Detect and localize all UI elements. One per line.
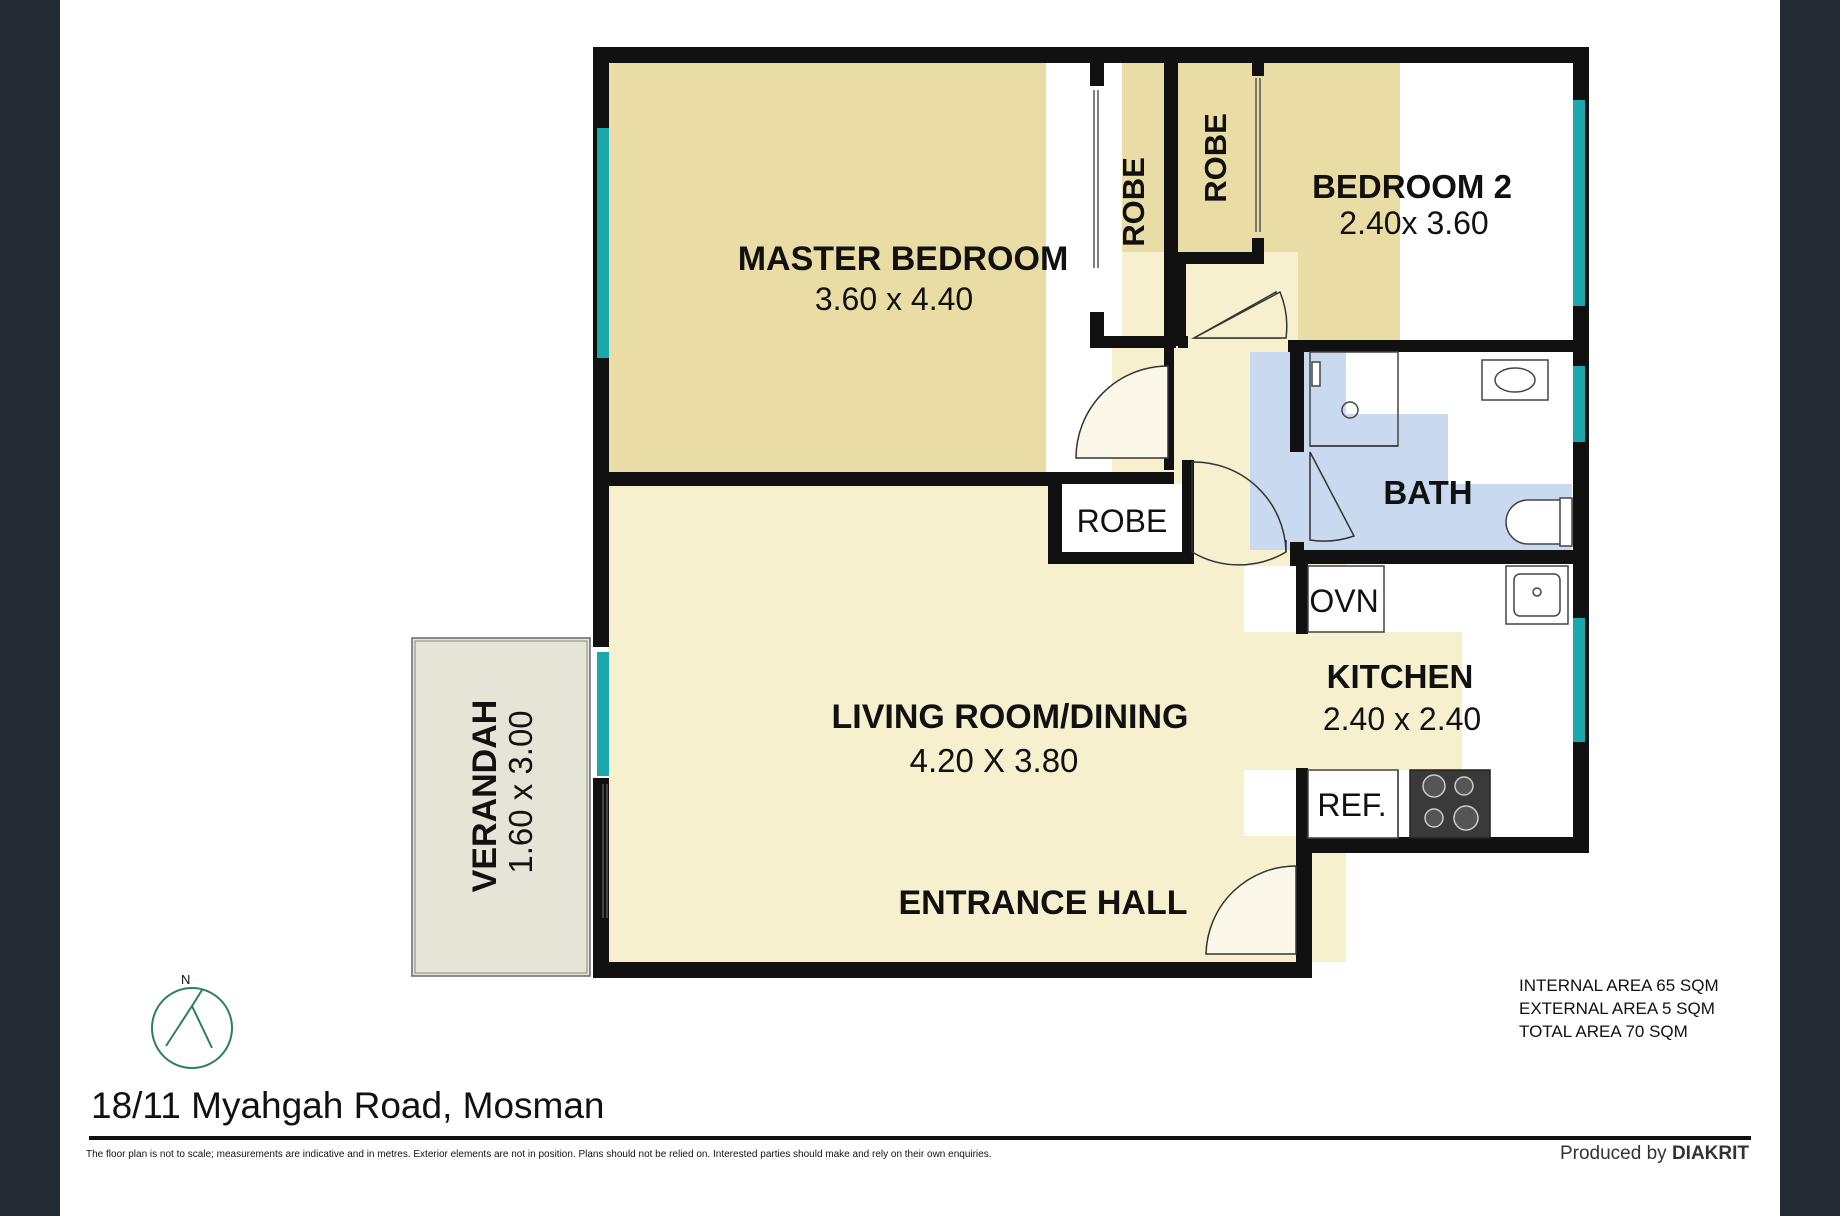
wall-kitchen-bottom [1296,837,1589,853]
doors [1075,290,1356,955]
wall-robe-living-top [1048,484,1062,564]
robe-living-box [1062,484,1182,552]
verandah-floor [411,637,591,977]
wall-left-door [593,782,599,942]
compass-ring [151,987,233,1069]
robe-b2-label: ROBE [1198,113,1233,203]
window-living [597,652,609,776]
verandah-border [414,640,588,974]
wall-b2-bottom [1288,340,1589,352]
window-kitchen [1573,618,1585,742]
verandah-dims: 1.60 x 3.00 [502,710,539,873]
door-living-arc [1191,461,1287,553]
wall-robe-master-foot [1090,336,1176,348]
ref-box [1307,769,1399,839]
entrance-label: ENTRANCE HALL [899,884,1188,922]
compass: N [151,972,233,1069]
produced-by-prefix: Produced by [1559,1143,1667,1164]
wall-robe-b2-right [1252,238,1264,264]
robe-living-label: ROBE [1077,503,1168,539]
wall-entrance-right [1296,837,1312,978]
ovn-label: OVN [1309,583,1378,619]
windows [597,100,1585,776]
robe-doors [602,78,1261,918]
window-master [597,128,609,358]
area-summary: INTERNAL AREA 65 SQM EXTERNAL AREA 5 SQM… [1519,974,1719,1043]
door-b2-arc [1193,290,1288,339]
wall-kitchen-left [1296,556,1308,634]
wall-bottom [593,962,1311,978]
door-living [1191,462,1287,566]
produced-by: Produced by DIAKRIT [1560,1143,1749,1165]
total-area: TOTAL AREA 70 SQM [1519,1022,1688,1041]
window-bath [1573,366,1585,442]
cooktop [1409,769,1491,839]
living-floor [608,476,1346,962]
wall-robe-living-bottom [1048,552,1194,564]
bath-fixtures [1309,351,1573,547]
compass-arrow [165,989,213,1049]
wall-robe-b2-bottom [1178,252,1264,264]
floor-plan-sheet: N MASTER BEDROOM 3.60 x 4.40 ROBE ROBE B… [60,0,1780,1216]
shower-drain [1341,401,1359,419]
wall-master-right-lower [1164,340,1174,470]
property-address: 18/11 Myahgah Road, Mosman [91,1085,605,1126]
disclaimer: The floor plan is not to scale; measurem… [86,1149,992,1160]
wall-kitchen-left-low [1296,768,1308,852]
master-bedroom-name: MASTER BEDROOM [738,240,1069,278]
robe-master-label: ROBE [1116,157,1151,247]
shower-tap [1311,361,1321,387]
bedroom2-name: BEDROOM 2 [1312,168,1512,205]
ovn-box [1307,565,1385,633]
window-b2 [1573,100,1585,306]
wall-master-right [1164,56,1178,346]
kitchen-fixtures [1307,565,1569,839]
wall-top [593,47,1589,63]
compass-north: N [181,972,190,987]
basin-bowl [1494,367,1536,393]
kitchen-counter-area [1236,632,1462,770]
ref-label: REF. [1317,787,1386,823]
external-area: EXTERNAL AREA 5 SQM [1519,999,1715,1018]
internal-area: INTERNAL AREA 65 SQM [1519,976,1719,995]
toilet-cistern [1559,497,1573,547]
door-bath [1309,451,1356,542]
kitchen-name: KITCHEN [1327,658,1474,695]
sink-drain [1532,587,1542,597]
living-dims: 4.20 X 3.80 [910,742,1079,779]
kitchen-dims: 2.40 x 2.40 [1323,701,1481,737]
floor-plan: N MASTER BEDROOM 3.60 x 4.40 ROBE ROBE B… [151,47,1589,1069]
wall-robe-master-left [1090,56,1104,86]
divider [89,1136,1751,1140]
door-master [1075,365,1169,459]
master-bedroom-dims: 3.60 x 4.40 [815,281,973,317]
master-bedroom-floor [608,56,1046,472]
wall-robe-b2-top [1252,56,1264,76]
sink-bowl [1513,573,1561,617]
wall-b2-hall-left [1178,252,1186,346]
wall-master-bottom [608,472,1174,486]
bath-label: BATH [1383,474,1472,511]
door-entrance [1205,865,1297,955]
bedroom2-dims: 2.40x 3.60 [1339,205,1488,241]
room-labels: MASTER BEDROOM 3.60 x 4.40 ROBE ROBE BED… [466,113,1512,922]
basin [1481,359,1549,401]
living-name: LIVING ROOM/DINING [832,698,1189,736]
wall-bath-left [1290,340,1304,452]
wall-bath-bottom [1296,550,1589,564]
brand-logo: DIAKRIT [1671,1143,1749,1164]
wall-robe-living-right [1182,460,1194,564]
verandah-name: VERANDAH [466,700,504,893]
toilet [1505,499,1573,545]
